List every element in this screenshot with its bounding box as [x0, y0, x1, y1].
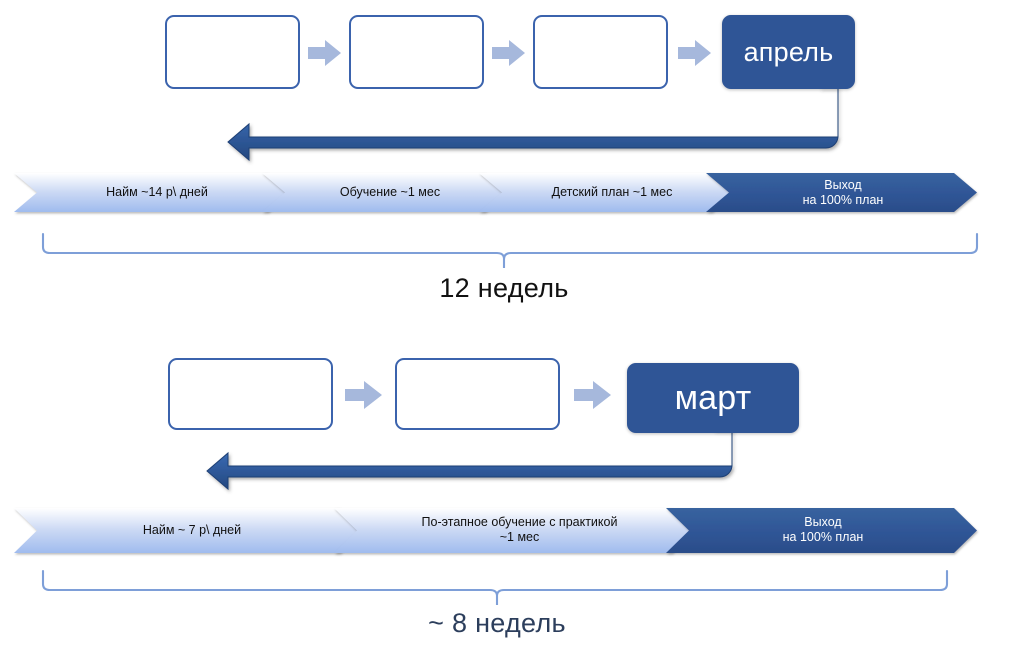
step-arrow-icon — [492, 40, 525, 66]
process-box-month-april[interactable]: апрель — [722, 15, 855, 89]
process-box-3-top-label — [535, 17, 666, 87]
process-box-1-bottom[interactable] — [168, 358, 333, 430]
timeline-segment — [706, 173, 977, 212]
duration-caption-bottom: ~ 8 недель — [428, 608, 566, 638]
process-box-month-march[interactable]: март — [627, 363, 799, 433]
process-box-2-bottom[interactable] — [395, 358, 560, 430]
process-box-1-bottom-label — [170, 360, 331, 428]
process-box-3-top[interactable] — [533, 15, 668, 89]
feedback-loop-arrow-bottom — [206, 429, 733, 491]
timeline-segment — [479, 173, 735, 212]
process-box-2-top[interactable] — [349, 15, 484, 89]
duration-brace-top — [41, 232, 979, 268]
step-arrow-icon — [308, 40, 341, 66]
process-box-2-bottom-label — [397, 360, 558, 428]
duration-brace-bottom — [41, 569, 949, 605]
process-box-month-april-label: апрель — [743, 36, 834, 67]
timeline-bar-top — [14, 173, 977, 212]
timeline-segment — [14, 508, 363, 553]
timeline-segment — [334, 508, 695, 553]
step-arrow-icon — [574, 381, 611, 409]
feedback-loop-arrow-top — [227, 87, 839, 162]
timeline-bar-bottom — [14, 508, 977, 553]
step-arrow-icon — [345, 381, 382, 409]
process-box-1-top-label — [167, 17, 298, 87]
process-box-month-march-label: март — [674, 379, 752, 417]
process-box-2-top-label — [351, 17, 482, 87]
timeline-segment — [14, 173, 291, 212]
timeline-segment — [262, 173, 508, 212]
process-box-1-top[interactable] — [165, 15, 300, 89]
step-arrow-icon — [678, 40, 711, 66]
timeline-segment — [666, 508, 977, 553]
duration-caption-top: 12 недель — [439, 273, 569, 303]
